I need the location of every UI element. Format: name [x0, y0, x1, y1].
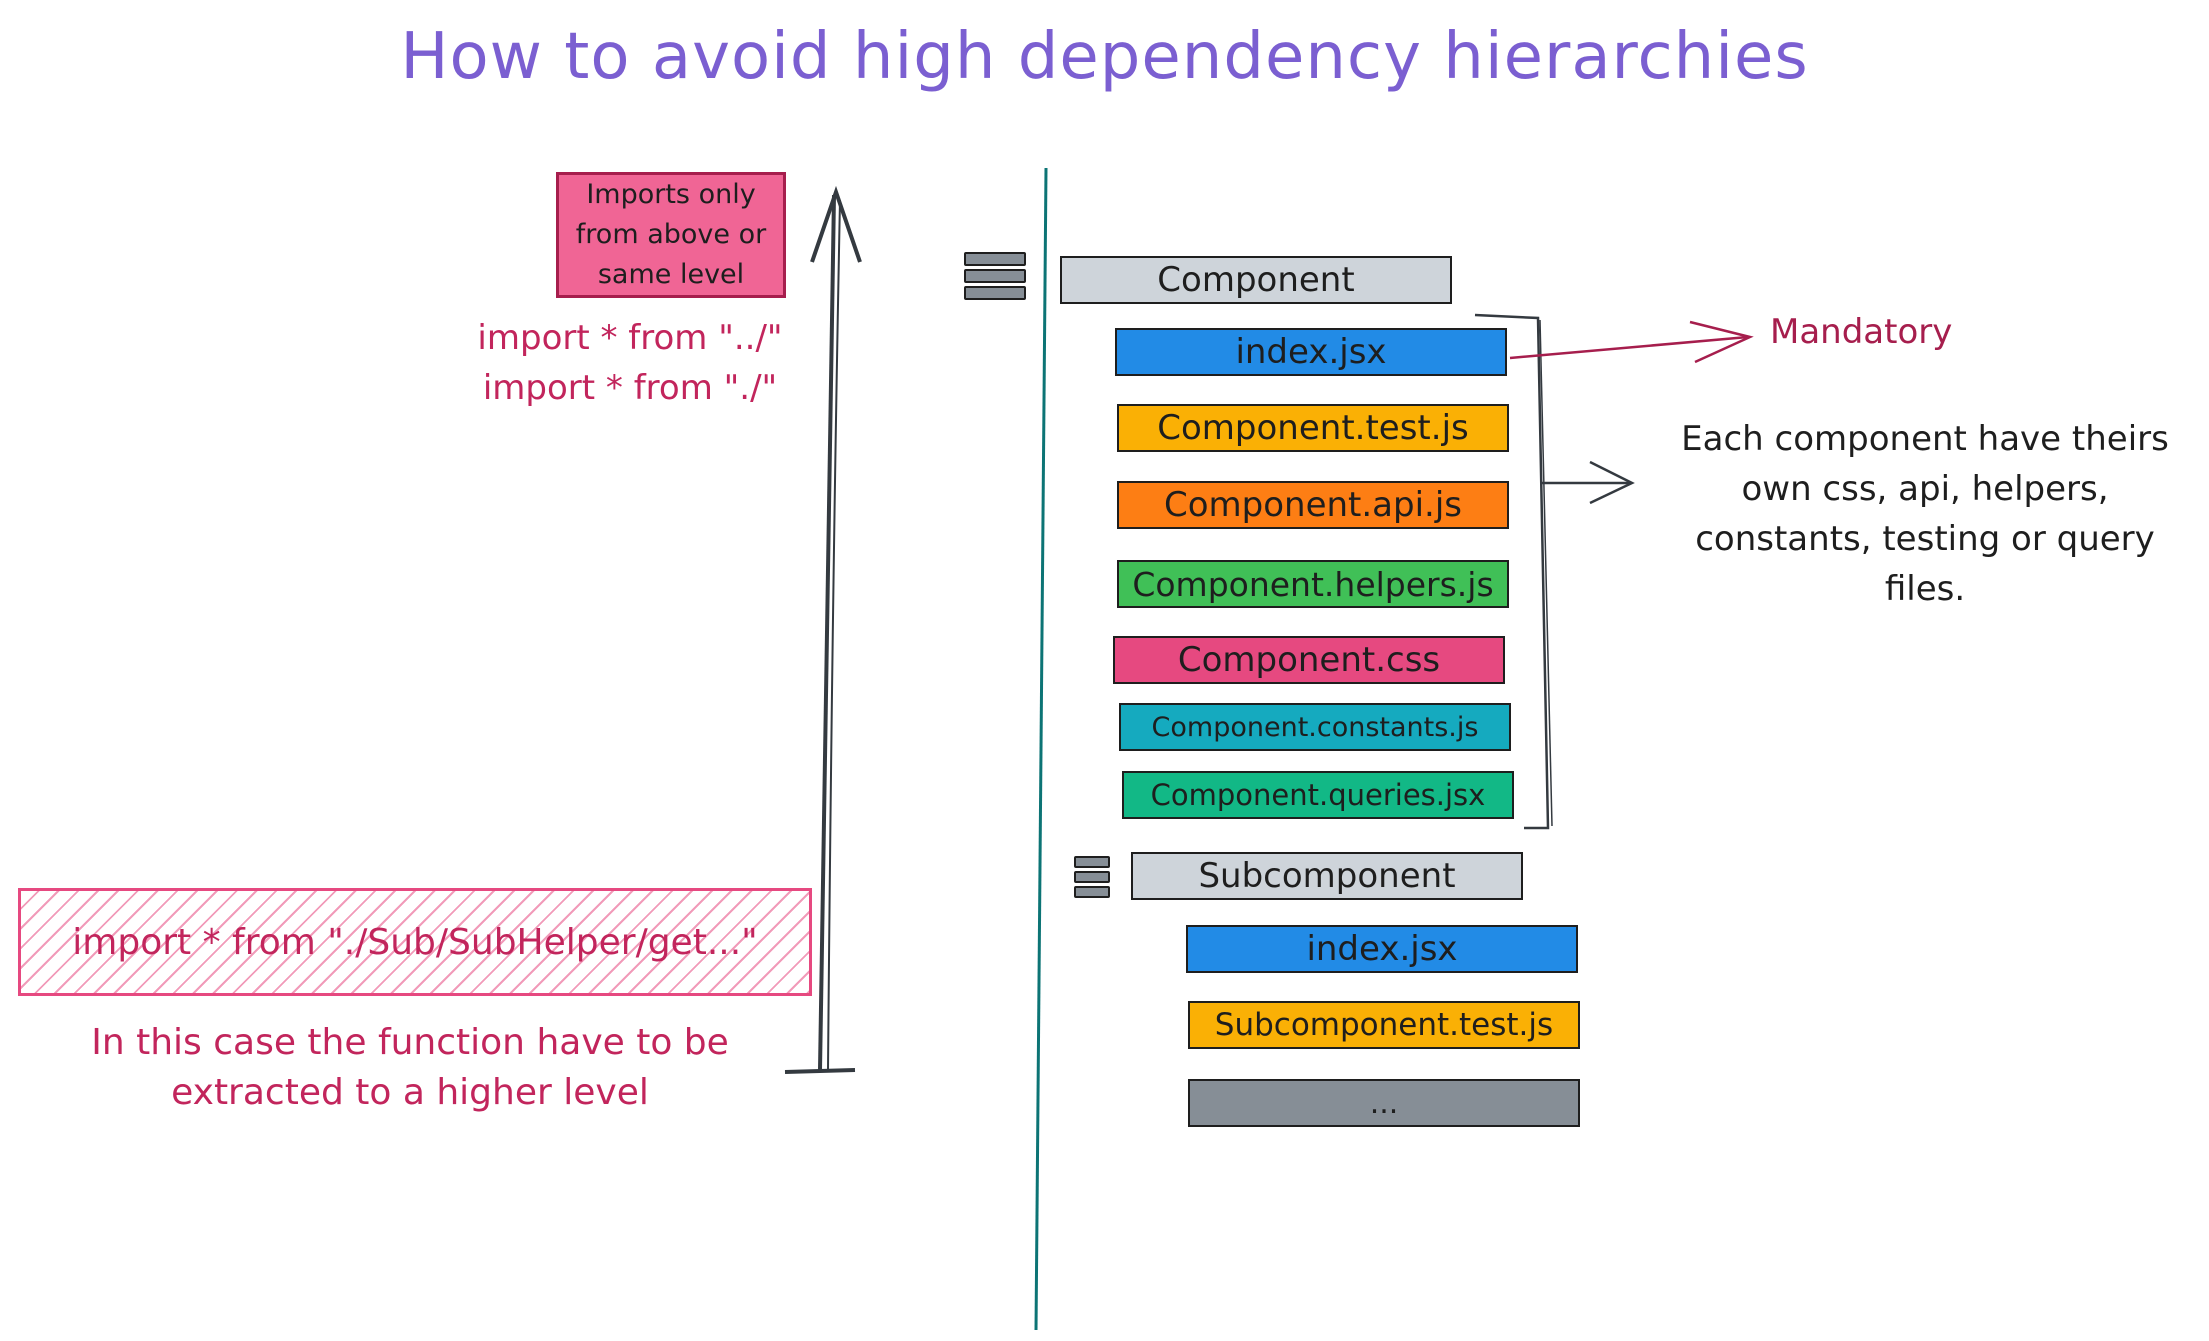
- imports-rule-box: Imports only from above or same level: [556, 172, 786, 298]
- file-label: Component.helpers.js: [1132, 564, 1494, 604]
- file-label: Component.test.js: [1157, 408, 1469, 448]
- subcomponent-file-test: Subcomponent.test.js: [1188, 1001, 1580, 1049]
- component-file-helpers: Component.helpers.js: [1117, 560, 1509, 608]
- hierarchy-arrow-shaft-2: [827, 199, 841, 1071]
- subcomponent-folder-bar: Subcomponent: [1131, 852, 1523, 900]
- explanation-arrow-head: [1589, 460, 1635, 505]
- file-label: Component.queries.jsx: [1150, 778, 1486, 812]
- component-file-css: Component.css: [1113, 636, 1505, 684]
- bad-import-text: import * from "./Sub/SubHelper/get...": [72, 921, 758, 963]
- component-folder-bar: Component: [1060, 256, 1452, 304]
- file-label: Component.api.js: [1163, 485, 1463, 525]
- file-label: index.jsx: [1235, 332, 1387, 372]
- file-label: index.jsx: [1306, 929, 1458, 969]
- subcomponent-folder-label: Subcomponent: [1198, 856, 1456, 896]
- component-file-constants: Component.constants.js: [1119, 703, 1511, 751]
- mandatory-arrow: [1509, 335, 1749, 360]
- component-file-api: Component.api.js: [1117, 481, 1509, 529]
- component-file-queries: Component.queries.jsx: [1122, 771, 1514, 819]
- bad-import-box: import * from "./Sub/SubHelper/get...": [18, 888, 812, 996]
- component-folder-label: Component: [1157, 260, 1355, 300]
- bad-import-note: In this case the function have to be ext…: [91, 1022, 729, 1113]
- import-line-parent: import * from "../": [477, 318, 783, 358]
- subcomponent-file-index: index.jsx: [1186, 925, 1578, 973]
- files-bracket: [1474, 313, 1550, 830]
- file-label: Subcomponent.test.js: [1214, 1007, 1554, 1043]
- mandatory-label: Mandatory: [1770, 312, 1953, 352]
- hierarchy-arrow-head: [810, 185, 862, 263]
- folder-icon-subcomponent: [1074, 856, 1110, 901]
- component-file-test: Component.test.js: [1117, 404, 1509, 452]
- file-label: Component.constants.js: [1151, 711, 1479, 743]
- file-label: ...: [1369, 1085, 1399, 1121]
- each-component-note: Each component have theirs own css, api,…: [1681, 419, 2169, 609]
- files-bracket-inner: [1539, 319, 1553, 827]
- divider-line: [1034, 167, 1048, 1331]
- mandatory-arrow-head: [1689, 320, 1754, 364]
- imports-rule-label: Imports only from above or same level: [575, 179, 767, 290]
- subcomponent-file-more: ...: [1188, 1079, 1580, 1127]
- hierarchy-arrow-shaft: [818, 194, 836, 1071]
- page-title: How to avoid high dependency hierarchies: [400, 20, 1809, 94]
- hierarchy-arrow-base: [784, 1068, 856, 1074]
- folder-icon-component: [964, 252, 1026, 303]
- component-file-index: index.jsx: [1115, 328, 1507, 376]
- file-label: Component.css: [1177, 640, 1441, 680]
- import-line-same: import * from "./": [482, 368, 778, 408]
